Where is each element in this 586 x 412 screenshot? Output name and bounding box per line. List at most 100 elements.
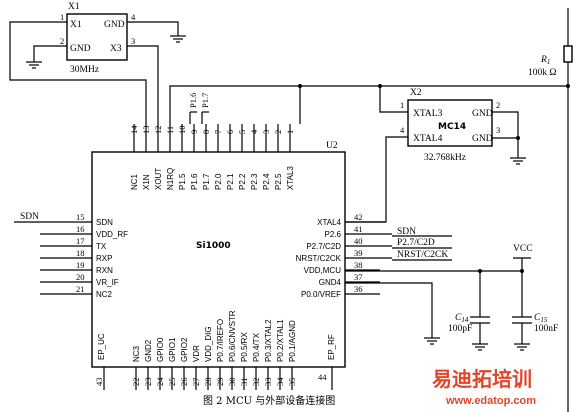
- u2-pin-name-rxn: RXN: [96, 266, 113, 275]
- r1-value: 100k Ω: [528, 68, 556, 78]
- capacitor-c15: C15 100nF: [512, 271, 558, 351]
- u2-pin-num-4: 4: [249, 129, 259, 134]
- u2-pin-name-xout: XOUT: [154, 168, 163, 190]
- c14-ref: C14: [455, 313, 469, 324]
- u2-part: Si1000: [196, 241, 231, 251]
- u2-pin-num-17: 17: [76, 236, 85, 246]
- u2-pin-num-9: 9: [189, 130, 199, 134]
- u2-pin-num-12: 12: [153, 126, 163, 135]
- u2-pin-num-24: 24: [155, 377, 165, 386]
- u2-pin-name-gpio1: GPIO1: [168, 337, 177, 362]
- crystal-x1: X1 X1 GND GND X3 1 2 4 3 30MHz: [60, 2, 136, 75]
- u2-pin-name-p0-7-irefo: P0.7/IREFO: [216, 319, 225, 362]
- u2-pin-num-25: 25: [167, 378, 177, 387]
- u2-pin-name-gnd4: GND4: [319, 278, 342, 287]
- u2-pin-num-14: 14: [129, 125, 139, 134]
- x2-pin-name-gnd2: GND: [472, 109, 493, 119]
- net-label-sdn-right: SDN: [397, 227, 416, 237]
- x2-pin-num-3: 3: [496, 125, 500, 135]
- x2-pin-name-xtal4: XTAL4: [413, 134, 443, 144]
- u2-pin-num-30: 30: [227, 378, 237, 387]
- u2-pin-name-vdd-dig: VDD_DIG: [204, 326, 213, 362]
- x2-pin-num-4: 4: [400, 125, 405, 135]
- x1-body: [66, 13, 128, 61]
- u2-pin-num-19: 19: [76, 260, 85, 270]
- u2-pin-name-gpio0: GPIO0: [156, 337, 165, 362]
- u2-pin-name-p1-6: P1.6: [190, 173, 199, 190]
- u2-pin-num-15: 15: [76, 212, 85, 222]
- u2-pin-num-33: 33: [263, 378, 273, 387]
- u2-right-pins: 42XTAL441P2.640P2.7/C2D39NRST/C2CK38VDD,…: [296, 212, 392, 299]
- net-label-p27-c2d: P2.7/C2D: [397, 238, 435, 248]
- net-label-sdn-left: SDN: [20, 212, 39, 222]
- u2-pin-num-35: 35: [287, 378, 297, 387]
- watermark-text: 易迪拓培训: [432, 367, 532, 391]
- u2-pin-name-gnd2: GND2: [144, 339, 153, 362]
- c14-value: 100pF: [448, 324, 472, 334]
- x1-pin-name-gnd4: GND: [104, 20, 125, 30]
- u2-pin-num-39: 39: [354, 248, 363, 258]
- u2-pin-num-13: 13: [141, 126, 151, 135]
- r1-body: [563, 45, 573, 63]
- x1-pin-num-3: 3: [131, 36, 135, 46]
- x1-pin-name-x3: X3: [110, 44, 122, 54]
- chip-u2: U2 Si1000 14NC113X1N12XOUT11N1RQ10P1.59P…: [40, 124, 392, 390]
- u2-pin-name-p0-0-vref: P0.0/VREF: [301, 290, 341, 299]
- x2-part: MC14: [438, 122, 466, 132]
- u2-pin-num-28: 28: [203, 378, 213, 387]
- u2-pin-num-27: 27: [191, 378, 201, 387]
- u2-pin-name-p1-5: P1.5: [178, 173, 187, 190]
- u2-pin-name-p2-7-c2d: P2.7/C2D: [306, 242, 341, 251]
- top-bus-wiring: [169, 84, 570, 124]
- u2-pin-num-11: 11: [165, 126, 175, 134]
- u2-pin-num-43: 43: [94, 378, 104, 387]
- x2-ref: X2: [410, 88, 422, 98]
- figure-caption: 图 2 MCU 与外部设备连接图: [203, 394, 335, 407]
- u2-pin-num-40: 40: [354, 236, 363, 246]
- x1-pin-num-4: 4: [131, 12, 136, 22]
- u2-pin-num-6: 6: [225, 130, 235, 134]
- u2-pin-num-7: 7: [213, 130, 223, 134]
- u2-pin-num-21: 21: [76, 284, 85, 294]
- u2-pin-num-36: 36: [354, 284, 363, 294]
- u2-pin-num-10: 10: [177, 126, 187, 135]
- u2-pin-name-vdd-mcu: VDD,MCU: [304, 266, 342, 275]
- u2-pin-name-p2-4: P2.4: [262, 173, 271, 190]
- u2-pin-num-16: 16: [76, 224, 85, 234]
- net-label-p1-6: P1.6: [188, 93, 198, 108]
- u2-pin-name-p0-4-tx: P0.4/TX: [252, 332, 261, 362]
- u2-pin-num-3: 3: [261, 130, 271, 134]
- u2-pin-num-18: 18: [76, 248, 85, 258]
- r1-ref: R1: [540, 55, 550, 66]
- x1-frequency: 30MHz: [70, 65, 99, 75]
- u2-pin-name-ep-uc: EP_UC: [97, 333, 106, 360]
- u2-pin-name-p2-6: P2.6: [325, 230, 342, 239]
- crystal-x2: X2 XTAL3 XTAL4 GND GND MC14 1 4 2 3 32.7…: [400, 88, 500, 163]
- u2-pin-num-22: 22: [131, 378, 141, 387]
- x1-ref: X1: [68, 2, 80, 12]
- x2-pin-name-gnd3: GND: [472, 134, 493, 144]
- x2-body: [407, 99, 493, 147]
- u2-pin-name-rxp: RXP: [96, 254, 112, 263]
- x2-pin-num-1: 1: [400, 100, 404, 110]
- u2-pin-name-xtal3: XTAL3: [286, 166, 295, 190]
- u2-pin-num-2: 2: [273, 130, 283, 134]
- u2-pin-num-42: 42: [354, 212, 363, 222]
- u2-pin-num-41: 41: [354, 224, 363, 234]
- u2-body: [91, 151, 346, 368]
- u2-pin-name-p2-2: P2.2: [238, 173, 247, 190]
- net-label-p1-7: P1.7: [200, 93, 210, 108]
- ground-icon: [170, 35, 186, 43]
- u2-pin-num-20: 20: [76, 272, 85, 282]
- x2-frequency: 32.768kHz: [424, 153, 466, 163]
- resistor-r1: R1 100k Ω: [528, 8, 573, 412]
- ground-icon: [26, 61, 42, 69]
- x1-pin-num-1: 1: [60, 12, 64, 22]
- u2-pin-name-nc3: NC3: [132, 345, 141, 362]
- u2-pin-name-vdr: VDR: [192, 345, 201, 362]
- x2-pin-name-xtal3: XTAL3: [413, 109, 443, 119]
- u2-top-pins: 14NC113X1N12XOUT11N1RQ10P1.59P1.68P1.77P…: [129, 124, 295, 190]
- c15-value: 100nF: [534, 324, 558, 334]
